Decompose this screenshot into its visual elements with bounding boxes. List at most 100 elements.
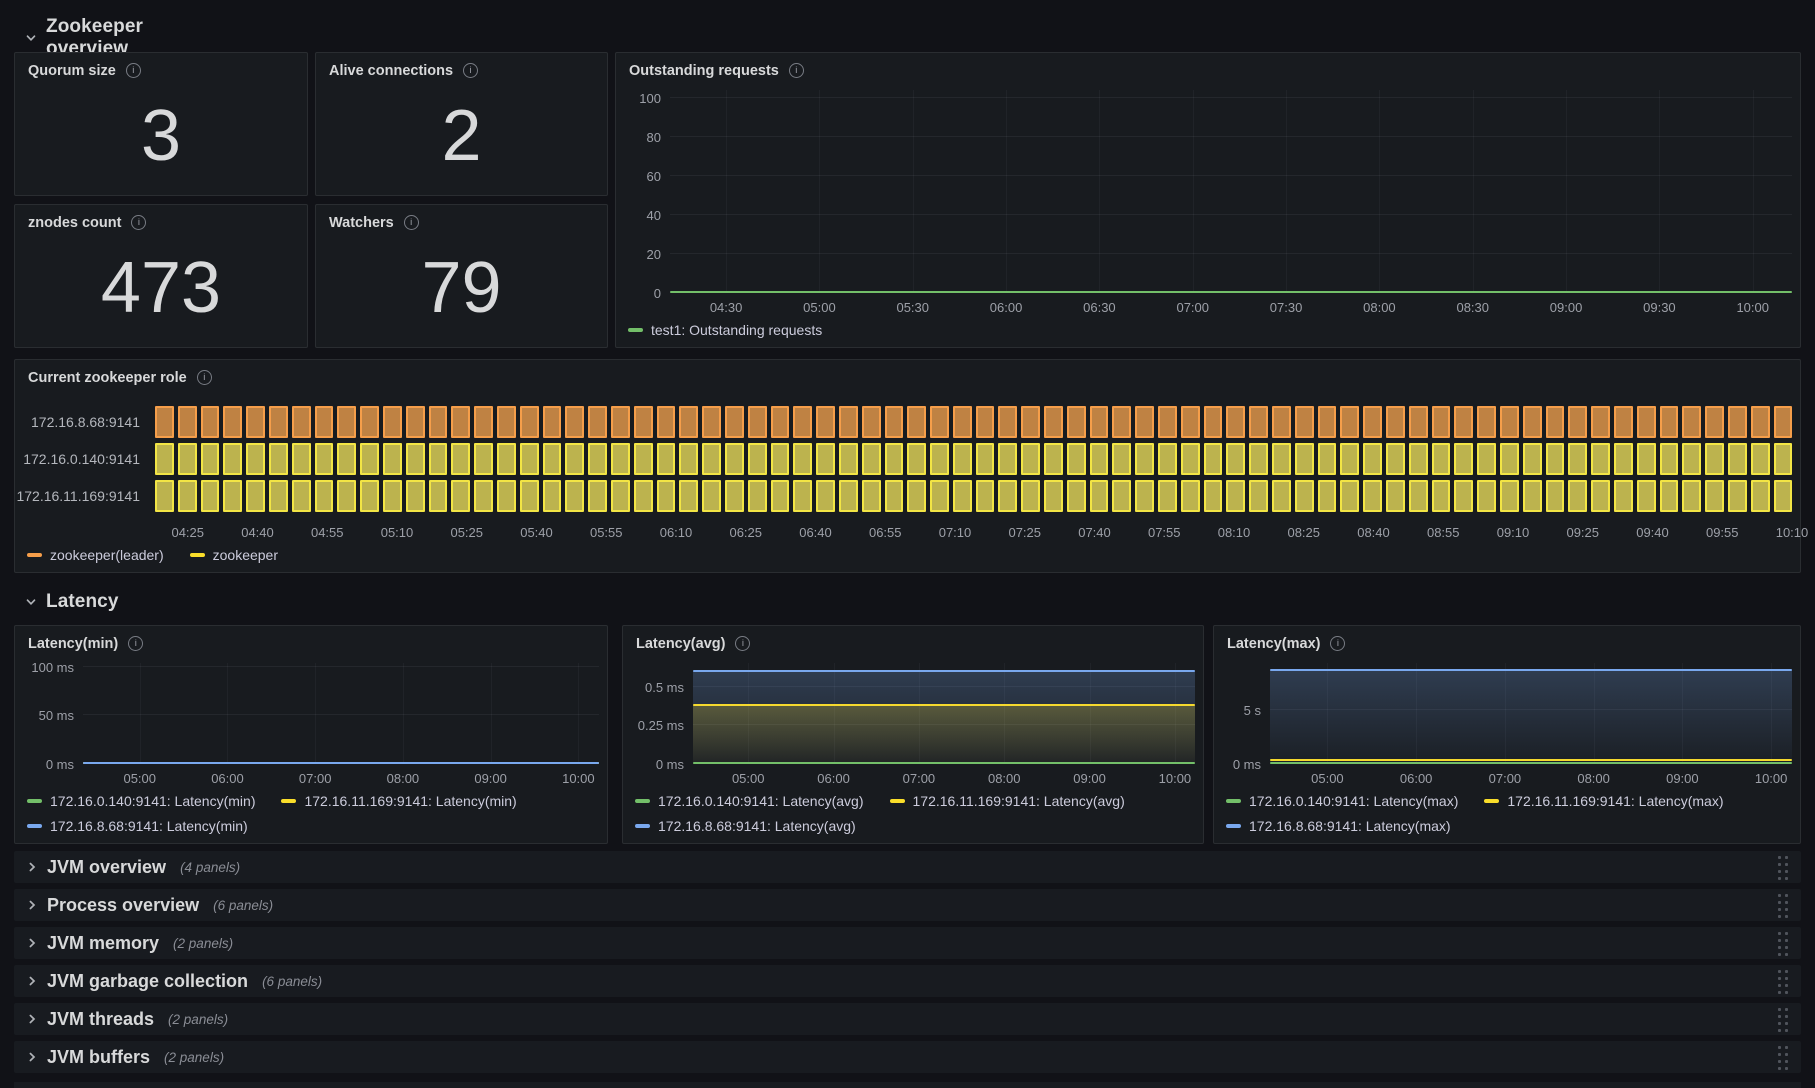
legend-item[interactable]: 172.16.8.68:9141: Latency(max): [1226, 818, 1451, 834]
legend-item[interactable]: 172.16.11.169:9141: Latency(max): [1484, 793, 1724, 809]
legend-dash-icon: [1226, 798, 1241, 803]
legend-item[interactable]: test1: Outstanding requests: [628, 322, 822, 338]
chevron-down-icon: [25, 596, 37, 608]
state-bar: [747, 406, 767, 438]
row-jvm-overview[interactable]: JVM overview (4 panels): [14, 851, 1801, 883]
legend-item[interactable]: 172.16.8.68:9141: Latency(min): [27, 818, 248, 834]
info-icon[interactable]: [463, 63, 479, 78]
state-bar: [770, 443, 790, 475]
panel-header[interactable]: znodes count: [15, 205, 307, 240]
state-bar: [314, 480, 334, 512]
legend-item[interactable]: 172.16.0.140:9141: Latency(min): [27, 793, 255, 809]
state-bar: [155, 443, 174, 475]
timeline-bars[interactable]: [155, 480, 1793, 512]
state-bar: [861, 443, 881, 475]
drag-handle-icon[interactable]: [1776, 853, 1789, 881]
state-bar: [816, 406, 835, 438]
drag-handle-icon[interactable]: [1776, 1043, 1789, 1071]
info-icon[interactable]: [735, 636, 751, 651]
plot-area[interactable]: [670, 90, 1792, 293]
state-bar: [1249, 406, 1269, 438]
row-process-overview[interactable]: Process overview (6 panels): [14, 889, 1801, 921]
state-bar: [314, 406, 334, 438]
state-bar: [1044, 480, 1063, 512]
state-bar: [1158, 443, 1177, 475]
panel-header[interactable]: Current zookeeper role: [15, 360, 1800, 395]
chevron-right-icon: [26, 1051, 38, 1063]
state-bar: [1180, 406, 1200, 438]
row-title: JVM threads: [47, 1008, 155, 1029]
legend-label: test1: Outstanding requests: [651, 321, 823, 338]
stat-value: 473: [100, 247, 222, 328]
panel-header[interactable]: Latency(min): [15, 626, 607, 661]
panel-header[interactable]: Outstanding requests: [616, 53, 1800, 88]
gridline-h: [83, 714, 599, 716]
legend-item[interactable]: 172.16.11.169:9141: Latency(min): [281, 793, 517, 809]
timeline-bars[interactable]: [155, 443, 1793, 475]
row-jvm-memory[interactable]: JVM memory (2 panels): [14, 927, 1801, 959]
row-jvm-threads[interactable]: JVM threads (2 panels): [14, 1003, 1801, 1035]
x-tick-label: 07:40: [1078, 525, 1111, 540]
legend-item[interactable]: 172.16.0.140:9141: Latency(max): [1226, 793, 1458, 809]
state-bar: [1682, 480, 1702, 512]
state-bar: [1568, 406, 1588, 438]
x-tick-label: 06:00: [1399, 771, 1433, 786]
timeline-bars[interactable]: [155, 406, 1793, 438]
state-bar: [1500, 480, 1519, 512]
x-tick-label: 05:25: [450, 525, 484, 540]
x-tick-label: 05:00: [1311, 771, 1344, 786]
state-bar: [1066, 406, 1086, 438]
state-bar: [702, 406, 721, 438]
series-fill: [1270, 669, 1792, 764]
legend-item[interactable]: 172.16.11.169:9141: Latency(avg): [889, 793, 1125, 809]
x-tick-label: 09:00: [1549, 300, 1583, 315]
state-bar: [998, 480, 1018, 512]
panel-header[interactable]: Latency(max): [1214, 626, 1800, 661]
state-bar: [1477, 443, 1497, 475]
legend-item[interactable]: zookeeper(leader): [27, 547, 164, 563]
info-icon[interactable]: [403, 215, 419, 230]
x-tick-label: 08:00: [987, 771, 1021, 786]
row-jvm-buffers[interactable]: JVM buffers (2 panels): [14, 1041, 1801, 1073]
drag-handle-icon[interactable]: [1776, 1005, 1789, 1033]
section-latency[interactable]: Latency: [25, 591, 119, 613]
panel-header[interactable]: Alive connections: [316, 53, 607, 88]
row-panel-count: (2 panels): [164, 1049, 225, 1065]
row-jvm-garbage-collection[interactable]: JVM garbage collection (6 panels): [14, 965, 1801, 997]
state-bar: [1522, 443, 1542, 475]
drag-handle-icon[interactable]: [1776, 929, 1789, 957]
y-tick-label: 100 ms: [31, 659, 74, 675]
info-icon[interactable]: [131, 215, 147, 230]
gridline-v: [1099, 90, 1101, 293]
state-bar: [1773, 480, 1793, 512]
state-bar: [542, 480, 562, 512]
info-icon[interactable]: [125, 63, 141, 78]
x-tick-label: 06:30: [1083, 300, 1116, 315]
panel-header[interactable]: Quorum size: [15, 53, 307, 88]
x-tick-label: 05:00: [803, 300, 836, 315]
plot-area[interactable]: [1270, 663, 1792, 764]
x-tick-label: 06:00: [817, 771, 850, 786]
legend-item[interactable]: 172.16.0.140:9141: Latency(avg): [635, 793, 864, 809]
info-icon[interactable]: [128, 636, 144, 651]
state-bar: [382, 443, 402, 475]
info-icon[interactable]: [1330, 636, 1346, 651]
plot-area[interactable]: [83, 663, 599, 764]
state-bar: [1454, 480, 1474, 512]
state-bar: [1135, 480, 1155, 512]
state-bar: [656, 443, 676, 475]
panel-header[interactable]: Watchers: [316, 205, 607, 240]
info-icon[interactable]: [196, 370, 212, 385]
x-tick-label: 08:30: [1456, 300, 1490, 315]
drag-handle-icon[interactable]: [1776, 891, 1789, 919]
legend-label: zookeeper: [212, 546, 279, 563]
drag-handle-icon[interactable]: [1776, 967, 1789, 995]
panel-header[interactable]: Latency(avg): [623, 626, 1203, 661]
legend-item[interactable]: 172.16.8.68:9141: Latency(avg): [635, 818, 856, 834]
stat-value: 79: [421, 247, 502, 328]
legend-dash-icon: [27, 823, 42, 828]
legend-item[interactable]: zookeeper: [189, 546, 279, 563]
plot-area[interactable]: [693, 663, 1195, 764]
panel-title: Latency(min): [28, 635, 119, 652]
info-icon[interactable]: [788, 63, 804, 78]
